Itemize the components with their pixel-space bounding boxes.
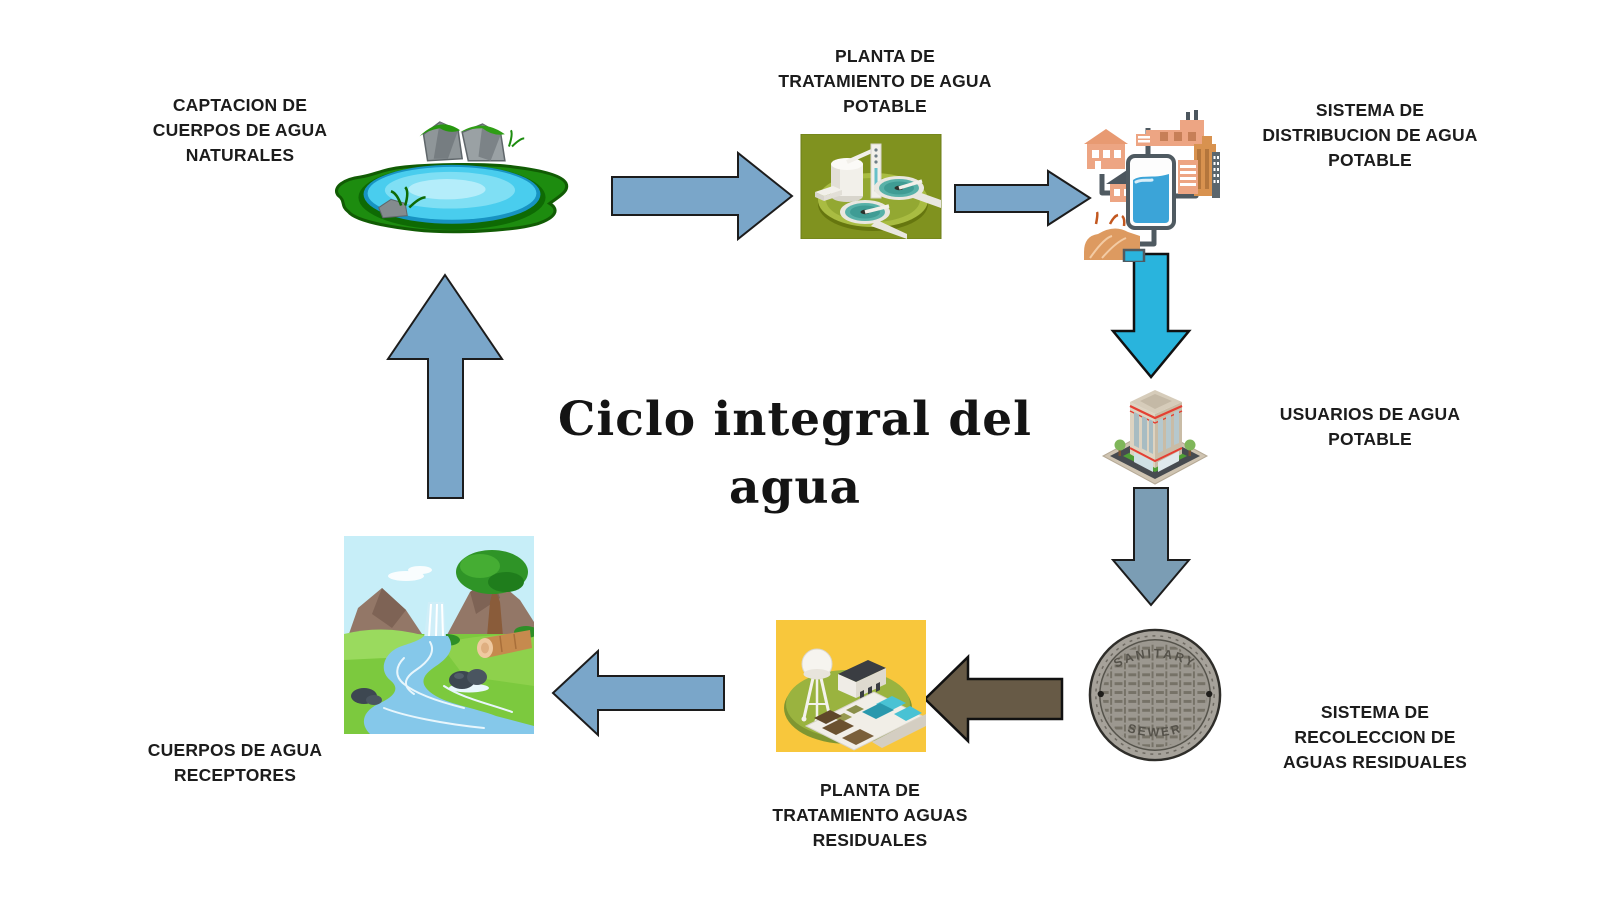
right-arrow-icon <box>611 150 794 242</box>
label-line: TRATAMIENTO AGUAS <box>772 805 968 825</box>
shore-rock-icon <box>378 186 426 219</box>
label-captacion: CAPTACION DE CUERPOS DE AGUA NATURALES <box>100 93 380 168</box>
tree-icon <box>456 550 528 648</box>
down-arrow-icon <box>1110 252 1192 379</box>
natural-lake-illustration <box>335 121 569 234</box>
tree-icon <box>1114 439 1196 456</box>
path-walkway <box>872 714 926 748</box>
label-line: RECEPTORES <box>173 765 297 785</box>
log-icon <box>477 630 532 658</box>
label-line: CUERPOS DE AGUA <box>152 120 328 140</box>
water-tower-icon <box>801 648 833 724</box>
down-arrow-icon <box>1110 487 1192 607</box>
label-line: CUERPOS DE AGUA <box>147 740 323 760</box>
water-highlight <box>408 179 486 200</box>
factory-icon <box>1136 110 1204 146</box>
label-line: PLANTA DE <box>820 780 920 800</box>
users-building-illustration <box>1101 390 1209 485</box>
label-usuarios: USUARIOS DE AGUA POTABLE <box>1240 402 1500 452</box>
waterfall-icon <box>424 602 446 638</box>
label-receptores: CUERPOS DE AGUA RECEPTORES <box>105 738 365 788</box>
label-line: AGUAS RESIDUALES <box>1282 752 1468 772</box>
clarifier-tank-icon <box>840 200 907 239</box>
right-arrow-icon <box>954 169 1092 227</box>
manhole-cover-illustration: SANITARY SEWER <box>1088 628 1222 762</box>
house-icon <box>1084 129 1128 169</box>
arrow-sewer-to-wastewater-plant-icon <box>923 654 1064 744</box>
small-building-icon <box>815 186 842 201</box>
arrow-wastewater-to-receiving-icon <box>551 648 725 738</box>
manhole-bottom-text: SEWER <box>1126 721 1184 739</box>
label-line: CAPTACION DE <box>172 95 308 115</box>
title-line-1: Ciclo integral del <box>557 392 1032 447</box>
river-streaks <box>383 641 513 729</box>
arrow-users-to-sewer-icon <box>1110 487 1192 607</box>
office-tower-icon <box>1129 390 1183 472</box>
label-line: POTABLE <box>843 96 927 116</box>
label-line: PLANTA DE <box>835 46 935 66</box>
arrow-treatment-to-distribution-icon <box>954 169 1092 227</box>
label-planta-potable: PLANTA DE TRATAMIENTO DE AGUA POTABLE <box>735 44 1035 119</box>
label-line: RECOLECCION DE <box>1294 727 1456 747</box>
potable-treatment-plant-illustration <box>800 134 942 239</box>
label-distribucion: SISTEMA DE DISTRIBUCION DE AGUA POTABLE <box>1220 98 1520 173</box>
river <box>363 636 534 734</box>
label-line: POTABLE <box>1328 150 1412 170</box>
label-planta-residuales: PLANTA DE TRATAMIENTO AGUAS RESIDUALES <box>720 778 1020 853</box>
arrow-distribution-to-users-icon <box>1110 252 1192 379</box>
label-line: NATURALES <box>185 145 295 165</box>
left-arrow-icon <box>923 654 1064 744</box>
label-recoleccion: SISTEMA DE RECOLECCION DE AGUAS RESIDUAL… <box>1245 700 1505 775</box>
label-line: SISTEMA DE <box>1315 100 1425 120</box>
clarifier-tank-icon <box>874 176 941 208</box>
rim-ticks <box>1095 635 1215 755</box>
outlet-pipe-icon <box>1122 248 1146 262</box>
arrow-lake-to-treatment-icon <box>611 150 794 242</box>
treatment-basins-icon <box>804 691 924 751</box>
label-line: TRATAMIENTO DE AGUA <box>778 71 992 91</box>
tread-pattern <box>1102 642 1208 748</box>
label-line: DISTRIBUCION DE AGUA <box>1262 125 1478 145</box>
bolt-icon <box>1097 690 1104 698</box>
label-line: SISTEMA DE <box>1320 702 1430 722</box>
city-buildings-icon <box>1178 136 1220 198</box>
left-arrow-icon <box>551 648 725 738</box>
distribution-system-illustration <box>1084 110 1220 262</box>
rocks-icon <box>351 669 489 705</box>
receiving-river-illustration <box>344 536 534 734</box>
title-line-2: agua <box>729 460 861 515</box>
bolt-icon <box>1206 690 1213 698</box>
rocks-icon <box>419 121 525 162</box>
wastewater-plant-illustration <box>776 620 926 752</box>
label-line: USUARIOS DE AGUA <box>1279 404 1461 424</box>
label-line: RESIDUALES <box>812 830 928 850</box>
label-line: POTABLE <box>1328 429 1412 449</box>
tower-icon <box>846 143 882 199</box>
water-tank-icon <box>1126 154 1176 230</box>
diagram-title: Ciclo integral del agua <box>470 386 1120 522</box>
arrow-receiving-to-captacion-icon <box>386 273 504 499</box>
plant-building-icon <box>838 660 886 700</box>
up-arrow-icon <box>386 273 504 499</box>
